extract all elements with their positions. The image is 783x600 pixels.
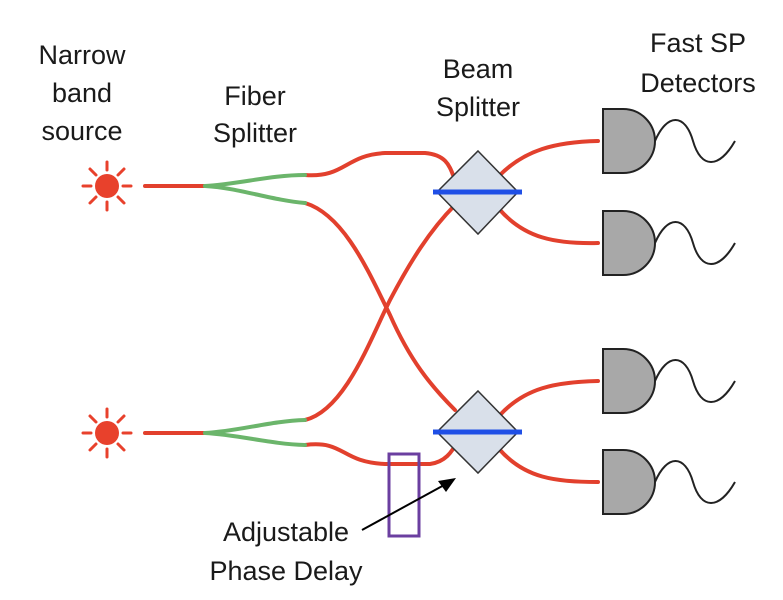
label-beam-line1: Beam [443, 54, 514, 84]
label-fiber-line1: Fiber [224, 81, 286, 111]
label-detectors-line1: Fast SP [650, 28, 746, 58]
fiber-out-3 [498, 379, 600, 417]
label-source-line2: band [52, 78, 112, 108]
phase-delay-box [387, 452, 421, 538]
fiber-out-4 [498, 448, 600, 484]
fiber-out-1 [498, 139, 600, 177]
detector-3-icon [602, 348, 736, 414]
fiber-bottom-lower [303, 440, 459, 466]
fiber-out-2 [498, 208, 600, 246]
label-beam-line2: Splitter [436, 92, 520, 122]
fiber-splitter-bottom [203, 418, 307, 447]
beam-splitter-bottom [433, 389, 522, 475]
label-fiber-line2: Splitter [213, 118, 297, 148]
label-source-line1: Narrow [38, 40, 126, 70]
detector-1-icon [602, 108, 736, 174]
detector-2-icon [602, 210, 736, 276]
fiber-splitter-top [203, 173, 307, 205]
label-phase-line2: Phase Delay [209, 556, 363, 586]
detector-4-icon [602, 449, 736, 515]
beam-splitter-top [433, 149, 522, 236]
fiber-top-lower-cross [303, 201, 457, 412]
phase-delay-arrow [361, 478, 456, 531]
fiber-bottom-upper-cross [303, 203, 457, 422]
label-phase-line1: Adjustable [223, 517, 349, 547]
fiber-top-upper [303, 151, 457, 182]
source-top-icon [81, 160, 133, 212]
source-bottom-icon [81, 407, 133, 459]
label-source-line3: source [41, 116, 122, 146]
label-detectors-line2: Detectors [640, 68, 756, 98]
